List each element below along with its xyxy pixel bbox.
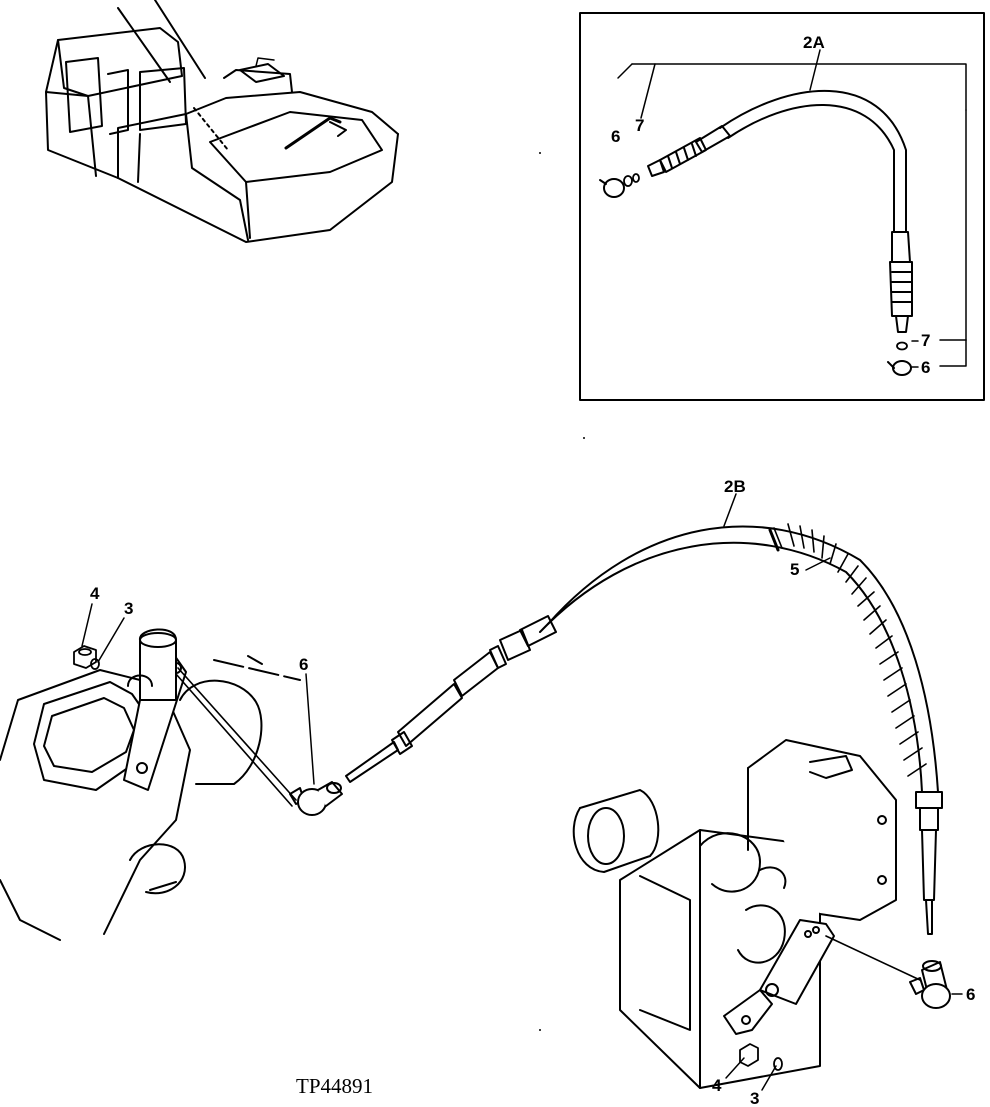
callout-2a: 2A xyxy=(803,33,825,52)
callout-inset-6-left: 6 xyxy=(611,127,620,146)
callout-inset-7-left: 7 xyxy=(635,116,644,135)
right-rod-end xyxy=(909,960,951,1009)
leader-left-3 xyxy=(97,617,125,663)
leader-left-6 xyxy=(305,673,315,785)
callout-2b: 2B xyxy=(724,477,746,496)
excavator-overview xyxy=(45,0,399,243)
figure-id: TP44891 xyxy=(296,1074,373,1098)
leader-right-3 xyxy=(761,1065,777,1091)
control-motor-assembly xyxy=(572,739,921,1089)
callout-right-3: 3 xyxy=(750,1089,759,1107)
callout-left-3: 3 xyxy=(124,599,133,618)
spiral-guard xyxy=(768,523,927,777)
inset-lockwasher-right xyxy=(896,341,908,351)
inset-rod-end-right xyxy=(887,360,912,376)
inset-rod-end-left xyxy=(599,178,625,198)
main-throttle-cable xyxy=(345,525,943,935)
callout-inset-7-right: 7 xyxy=(921,331,930,350)
leader-5 xyxy=(805,557,831,571)
inset-lockwasher-left xyxy=(623,173,640,187)
inset-panel: 2A 6 7 7 6 xyxy=(579,12,985,401)
callout-left-6: 6 xyxy=(299,655,308,674)
left-nut xyxy=(73,645,97,669)
left-rod-end xyxy=(289,781,343,816)
leader-left-4 xyxy=(81,603,93,647)
callout-5: 5 xyxy=(790,560,799,579)
leader-right-4 xyxy=(725,1057,745,1079)
callout-inset-6-right: 6 xyxy=(921,358,930,377)
callout-right-6: 6 xyxy=(966,985,975,1004)
inset-cable xyxy=(647,89,913,333)
left-washer xyxy=(90,658,100,670)
engine-governor-assembly xyxy=(0,628,301,941)
leader-2b xyxy=(723,493,737,527)
callout-left-4: 4 xyxy=(90,584,100,603)
callout-right-4: 4 xyxy=(712,1076,722,1095)
right-washer xyxy=(773,1057,783,1071)
